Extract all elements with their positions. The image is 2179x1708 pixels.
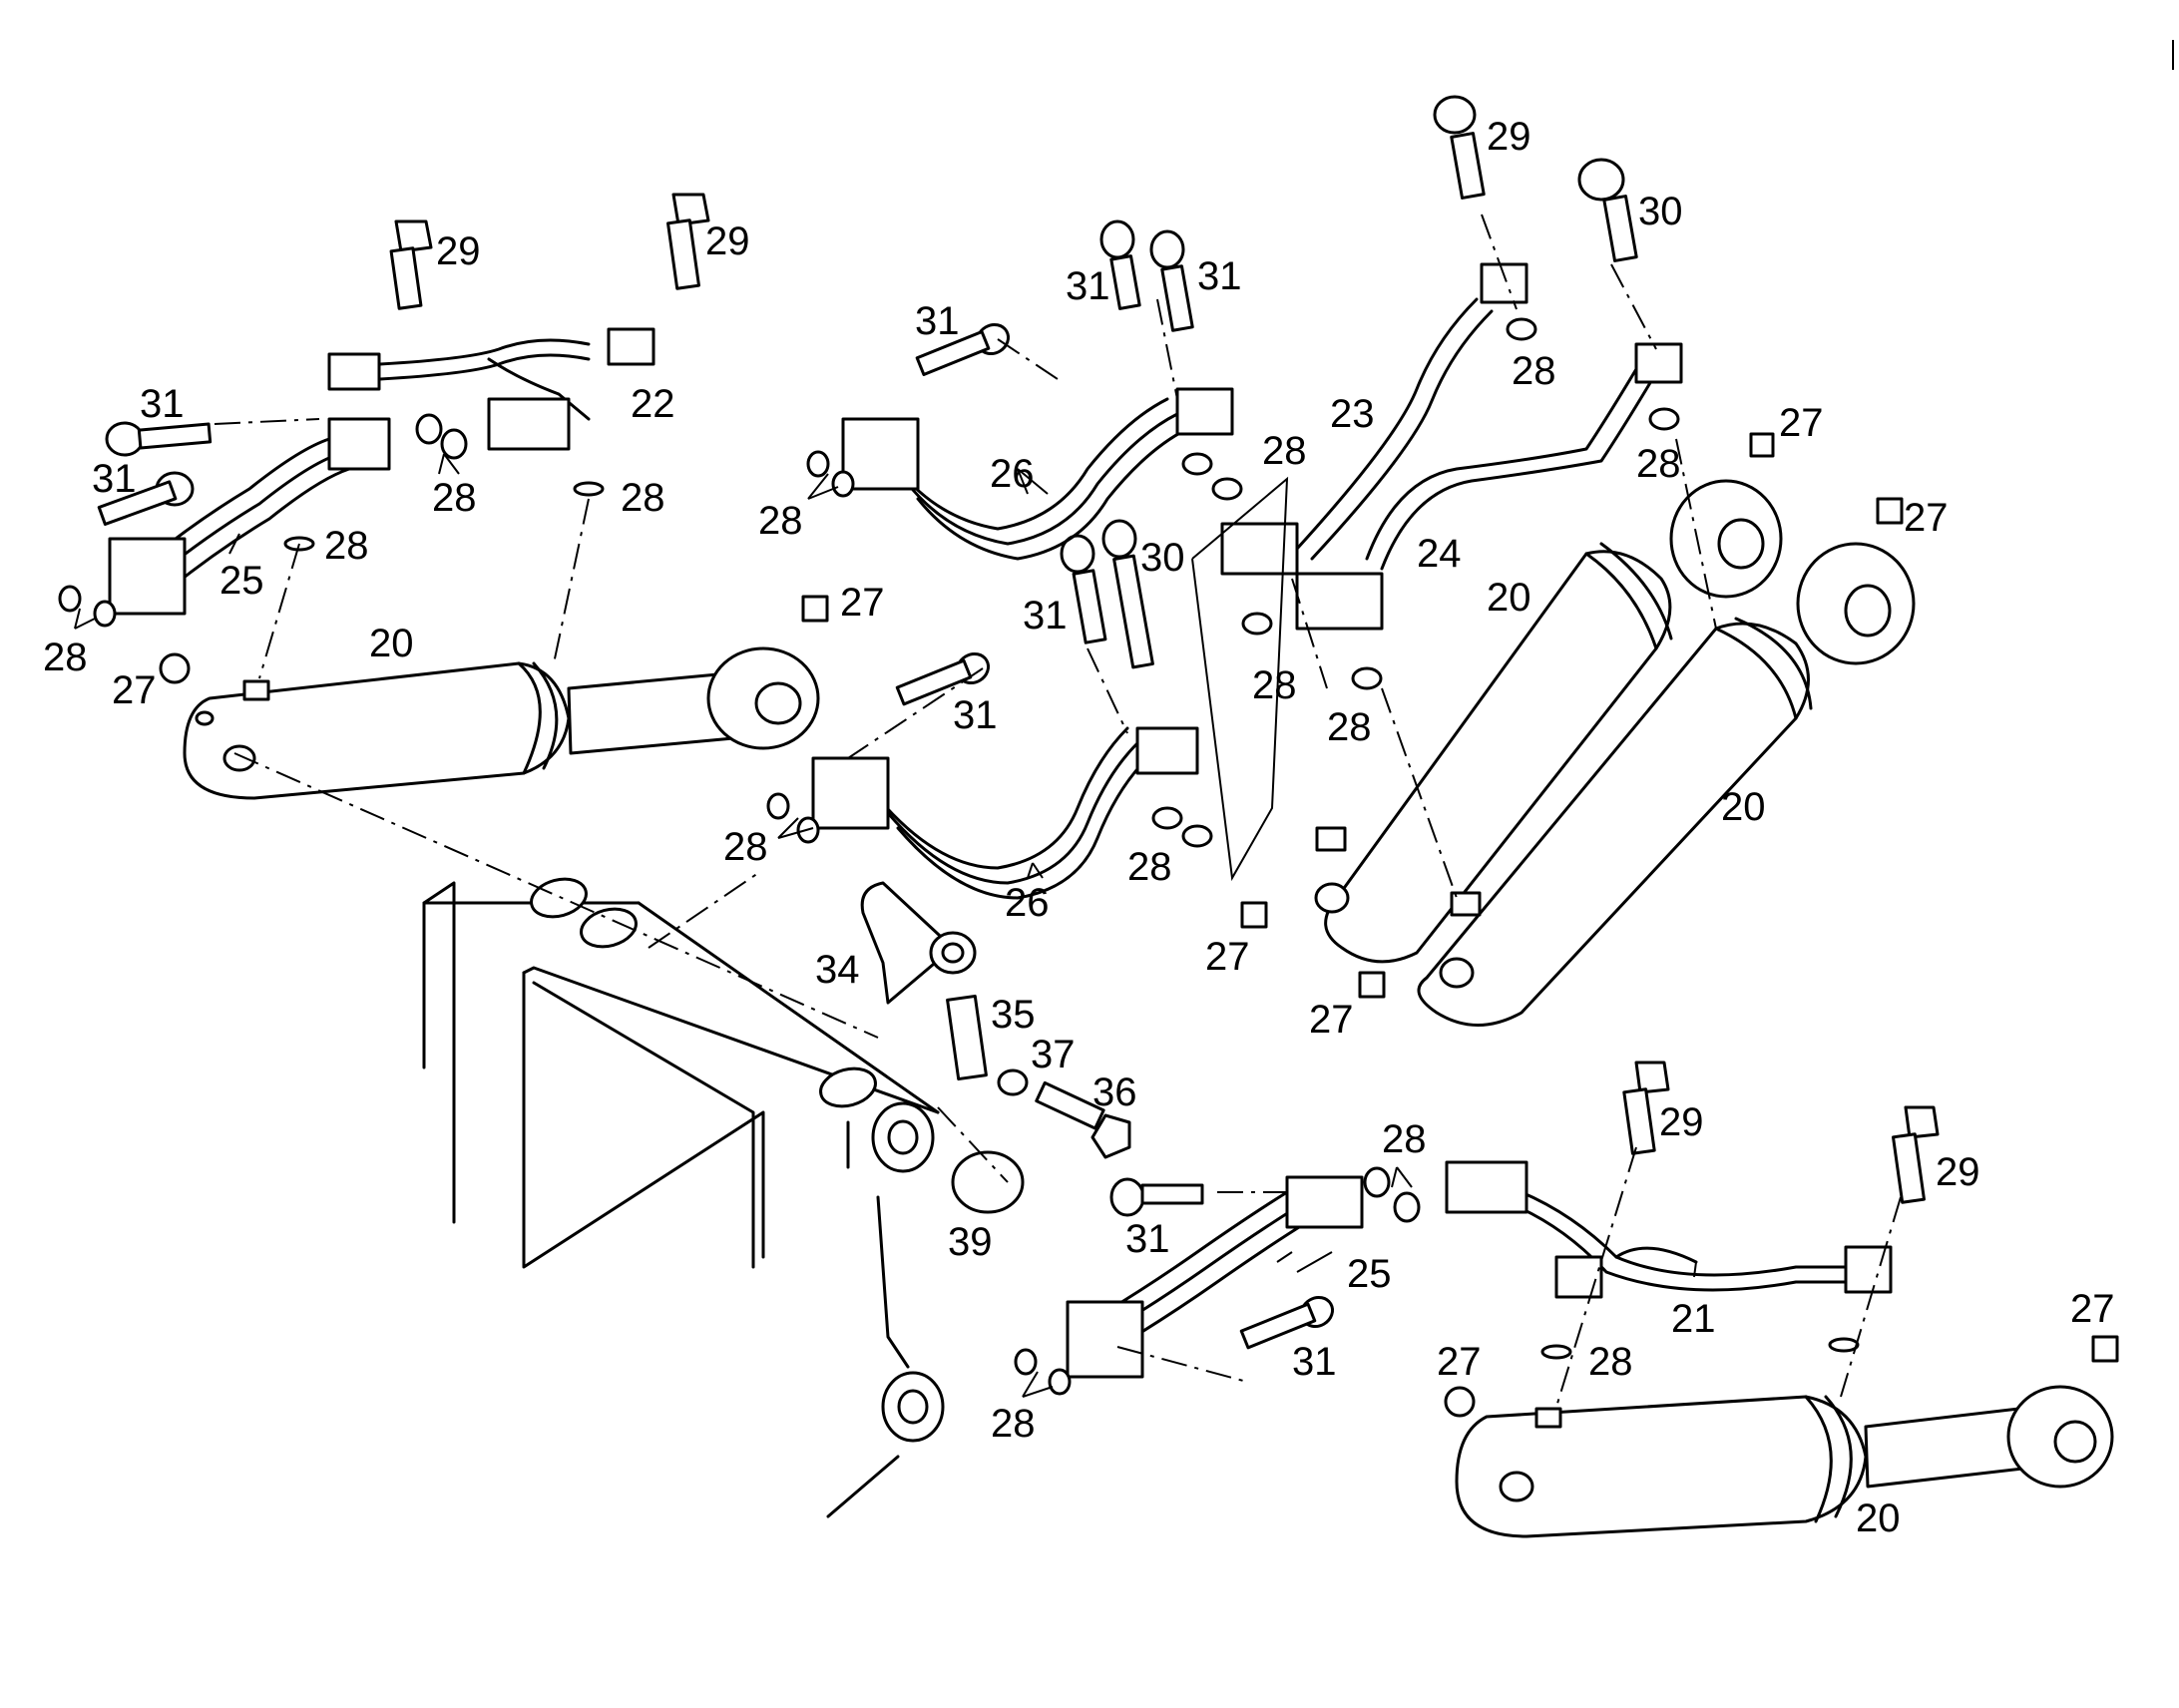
cylinder-20-right-back — [1314, 479, 1783, 964]
label-31: 31 — [140, 382, 185, 426]
pipe-25-bottom — [1066, 1175, 1364, 1379]
label-28: 28 — [991, 1402, 1036, 1446]
bolt-31-left-b — [97, 471, 195, 526]
pipe-24 — [1295, 342, 1683, 631]
label-31: 31 — [1066, 264, 1110, 308]
label-37: 37 — [1031, 1033, 1076, 1076]
label-31: 31 — [92, 457, 137, 501]
label-28: 28 — [723, 825, 768, 869]
cylinder-20-bottom — [1455, 1385, 2114, 1538]
label-35: 35 — [991, 993, 1036, 1037]
label-30: 30 — [1638, 190, 1683, 233]
pipe-21 — [1445, 1160, 1893, 1299]
label-31: 31 — [1125, 1217, 1170, 1261]
label-27: 27 — [1205, 935, 1250, 979]
label-20: 20 — [1721, 785, 1766, 829]
bolt-31-left-a — [105, 421, 213, 457]
label-28: 28 — [1127, 845, 1172, 889]
label-28: 28 — [1327, 705, 1372, 749]
label-28: 28 — [1262, 429, 1307, 473]
label-27: 27 — [1437, 1340, 1482, 1384]
pipe-25-left — [108, 417, 391, 616]
label-28: 28 — [1512, 349, 1556, 393]
label-27: 27 — [1904, 496, 1949, 540]
bolt-31-pair-top — [1099, 219, 1194, 332]
label-31: 31 — [1292, 1340, 1337, 1384]
bolt-29-bottom-a — [1622, 1061, 1670, 1155]
label-29: 29 — [1936, 1150, 1980, 1194]
label-20: 20 — [1856, 1496, 1901, 1540]
bracket-outline-26 — [1191, 476, 1289, 882]
bolt-30-top-right — [1577, 158, 1638, 262]
label-28: 28 — [1588, 1340, 1633, 1384]
label-26: 26 — [1005, 881, 1050, 925]
label-28: 28 — [43, 636, 88, 679]
assembly-center-lines — [214, 214, 1902, 1408]
bolt-29-bottom-b — [1892, 1105, 1940, 1204]
bolt-31-mid-left — [915, 322, 1011, 376]
seal-rings-28 — [58, 317, 1860, 1396]
mounting-frame — [422, 877, 945, 1518]
label-39: 39 — [948, 1220, 993, 1264]
pipe-26-top — [841, 387, 1234, 561]
bolt-31-pair-mid — [1060, 519, 1154, 669]
label-22: 22 — [631, 382, 675, 426]
part-35-plate — [946, 994, 988, 1081]
label-28: 28 — [1636, 442, 1681, 486]
label-27: 27 — [112, 668, 157, 712]
pipe-23 — [1220, 262, 1528, 576]
cylinder-20-left — [183, 646, 820, 800]
label-21: 21 — [1671, 1297, 1716, 1341]
leader-lines — [74, 453, 1697, 1398]
label-28: 28 — [432, 476, 477, 520]
plugs-27 — [159, 432, 2119, 1418]
part-labels: 20 20 20 20 21 22 23 24 25 25 26 26 27 2… — [43, 115, 2115, 1540]
label-27: 27 — [1309, 998, 1354, 1042]
label-29: 29 — [436, 229, 481, 273]
label-26: 26 — [990, 452, 1035, 496]
bolt-29-top-mid — [666, 193, 710, 290]
label-27: 27 — [1779, 401, 1824, 445]
bolt-36 — [1035, 1080, 1131, 1159]
cylinder-20-right-front — [1417, 542, 1916, 1027]
label-28: 28 — [324, 524, 369, 568]
label-27: 27 — [840, 581, 885, 625]
label-25: 25 — [219, 559, 264, 603]
bolt-31-bottom-b — [1239, 1295, 1335, 1350]
label-31: 31 — [1197, 254, 1242, 298]
label-28: 28 — [621, 476, 665, 520]
pipe-26-bottom — [811, 726, 1199, 900]
label-29: 29 — [1487, 115, 1531, 159]
label-28: 28 — [1382, 1117, 1427, 1161]
bolt-29-top-right — [1433, 95, 1486, 200]
label-27: 27 — [2070, 1287, 2115, 1331]
part-37-washer — [997, 1068, 1029, 1096]
label-29: 29 — [1659, 1100, 1704, 1144]
label-28: 28 — [1252, 663, 1297, 707]
label-29: 29 — [705, 219, 750, 263]
label-34: 34 — [815, 948, 860, 992]
bolt-29-top-left — [389, 219, 433, 310]
label-20: 20 — [1487, 576, 1531, 620]
label-31: 31 — [915, 299, 960, 343]
label-23: 23 — [1330, 392, 1375, 436]
pipe-22 — [327, 327, 655, 451]
part-34-pin — [860, 881, 977, 1005]
label-28: 28 — [758, 499, 803, 543]
label-31: 31 — [1023, 594, 1068, 638]
label-20: 20 — [369, 622, 414, 665]
label-30: 30 — [1140, 536, 1185, 580]
label-31: 31 — [953, 693, 998, 737]
label-25: 25 — [1347, 1252, 1392, 1296]
bolt-31-mid-center — [895, 651, 991, 706]
bolt-31-bottom-a — [1109, 1177, 1204, 1217]
part-39-bushing — [951, 1150, 1025, 1214]
label-36: 36 — [1092, 1070, 1137, 1114]
label-24: 24 — [1417, 532, 1462, 576]
